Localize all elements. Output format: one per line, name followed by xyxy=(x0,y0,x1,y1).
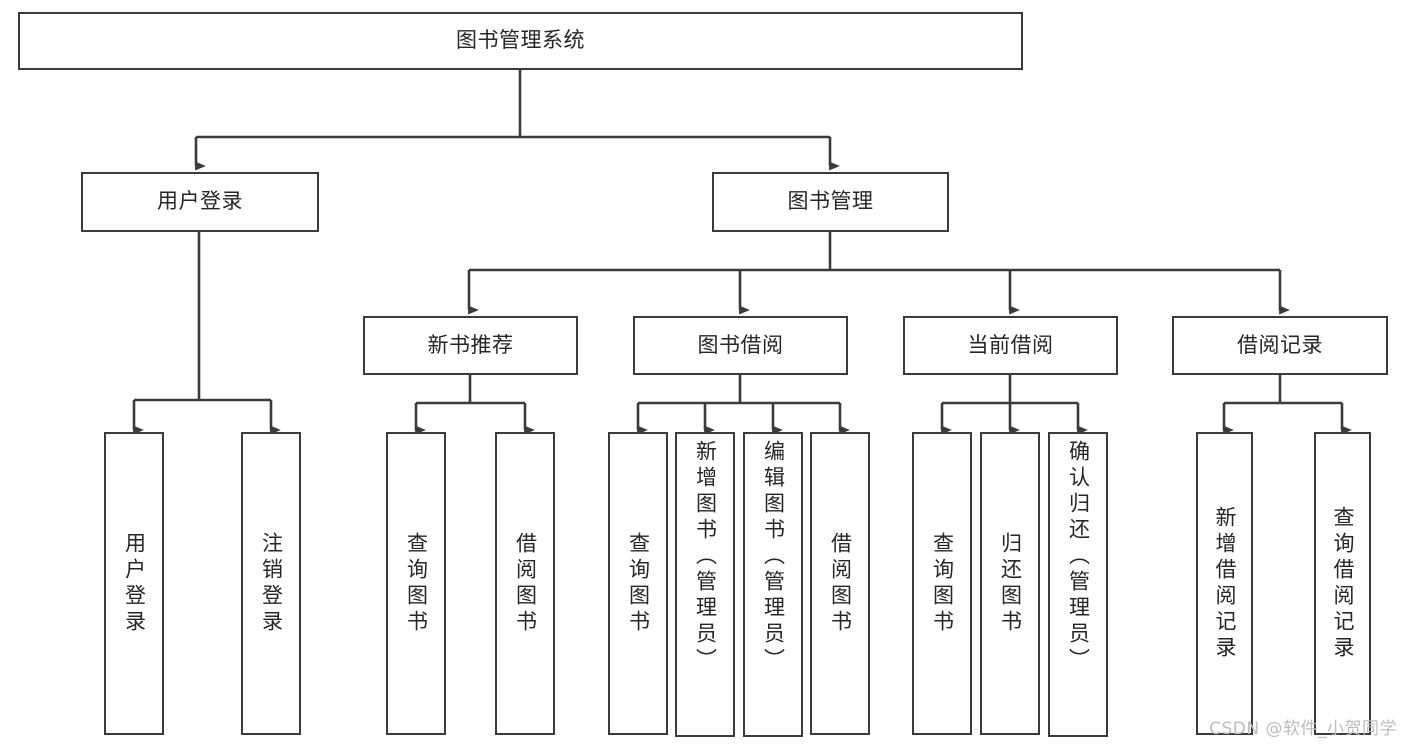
node-book-management-system[interactable]: 图书管理系统 xyxy=(18,12,1023,70)
node-leaf-confirm-return[interactable]: 确认归还（管理员） xyxy=(1048,432,1108,737)
leaf-label: 新增借阅记录 xyxy=(1213,505,1237,662)
node-leaf-query-book-2[interactable]: 查询图书 xyxy=(608,432,668,735)
leaf-label: 查询图书 xyxy=(626,531,651,636)
leaf-label: 借阅图书 xyxy=(513,531,538,636)
leaf-label: 借阅图书 xyxy=(828,531,853,636)
leaf-label: 归还图书 xyxy=(998,531,1023,636)
leaf-label: 确认归还（管理员） xyxy=(1066,440,1091,674)
leaf-label: 查询图书 xyxy=(930,531,955,636)
node-leaf-user-login[interactable]: 用户登录 xyxy=(104,432,164,735)
leaf-label: 查询图书 xyxy=(404,531,429,636)
node-leaf-borrow-book-2[interactable]: 借阅图书 xyxy=(810,432,870,735)
node-leaf-add-record[interactable]: 新增借阅记录 xyxy=(1196,432,1253,735)
node-leaf-add-book[interactable]: 新增图书（管理员） xyxy=(675,432,735,737)
node-borrow-record[interactable]: 借阅记录 xyxy=(1172,316,1388,375)
node-leaf-return-book[interactable]: 归还图书 xyxy=(980,432,1040,735)
node-user-login[interactable]: 用户登录 xyxy=(81,172,319,232)
node-leaf-borrow-book-1[interactable]: 借阅图书 xyxy=(495,432,555,735)
leaf-label: 查询借阅记录 xyxy=(1331,505,1355,662)
leaf-label: 注销登录 xyxy=(259,531,284,636)
node-leaf-query-record[interactable]: 查询借阅记录 xyxy=(1314,432,1371,735)
csdn-watermark: CSDN @软件_小贺同学 xyxy=(1209,719,1397,739)
leaf-label: 新增图书（管理员） xyxy=(693,440,718,674)
node-book-borrow[interactable]: 图书借阅 xyxy=(633,316,848,375)
leaf-label: 用户登录 xyxy=(122,531,147,636)
node-leaf-logout[interactable]: 注销登录 xyxy=(241,432,301,735)
node-leaf-query-book-1[interactable]: 查询图书 xyxy=(386,432,446,735)
node-leaf-query-book-3[interactable]: 查询图书 xyxy=(912,432,972,735)
node-new-book-recommend[interactable]: 新书推荐 xyxy=(363,316,578,375)
node-current-borrow[interactable]: 当前借阅 xyxy=(903,316,1118,375)
node-leaf-edit-book[interactable]: 编辑图书（管理员） xyxy=(743,432,803,737)
node-book-manage[interactable]: 图书管理 xyxy=(712,172,949,232)
leaf-label: 编辑图书（管理员） xyxy=(761,440,786,674)
